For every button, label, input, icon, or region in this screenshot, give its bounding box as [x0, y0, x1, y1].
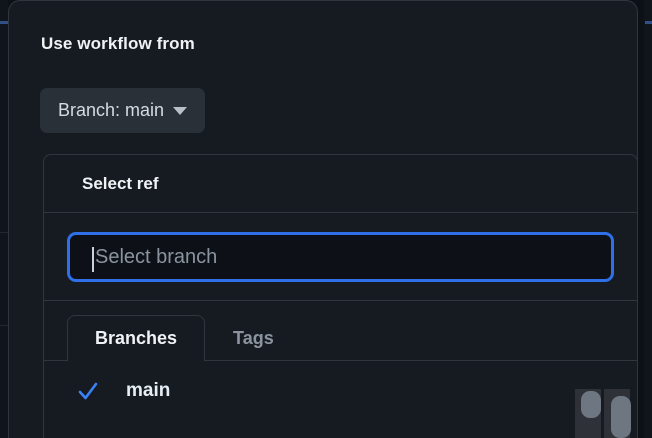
tab-tags[interactable]: Tags — [233, 328, 274, 348]
list-item[interactable]: main — [44, 369, 637, 413]
select-ref-header: Select ref — [44, 155, 637, 213]
right-accent-line — [645, 21, 652, 24]
ref-list: main — [44, 361, 637, 413]
ref-item-name: main — [126, 380, 171, 401]
check-icon — [78, 382, 98, 400]
branch-selector-button[interactable]: Branch: main — [40, 88, 206, 133]
page-title: Use workflow from — [41, 34, 195, 53]
ref-type-tabs: Branches Tags — [44, 315, 637, 361]
tab-branches[interactable]: Branches — [67, 315, 206, 361]
left-page-edge-strip — [0, 0, 8, 438]
workflow-dispatch-dialog: Use workflow from Branch: main Select re… — [8, 0, 638, 438]
tabs-underline — [44, 360, 637, 361]
branch-search-placeholder: Select branch — [95, 245, 218, 268]
text-caret — [92, 247, 94, 272]
left-edge-divider-1 — [0, 232, 8, 233]
left-accent-line — [0, 21, 8, 24]
branch-search-input[interactable]: Select branch — [67, 232, 614, 282]
inner-vertical-scrollbar-thumb[interactable] — [611, 396, 631, 438]
left-edge-divider-2 — [0, 325, 8, 326]
right-page-edge-strip — [644, 0, 652, 438]
select-ref-title: Select ref — [82, 173, 159, 193]
outer-vertical-scrollbar-thumb[interactable] — [581, 391, 601, 418]
select-ref-search-row: Select branch — [44, 213, 637, 301]
branch-selector-label: Branch: main — [58, 100, 165, 120]
chevron-down-icon — [173, 106, 188, 115]
select-ref-popover: Select ref Select branch Branches Tags — [43, 154, 638, 438]
